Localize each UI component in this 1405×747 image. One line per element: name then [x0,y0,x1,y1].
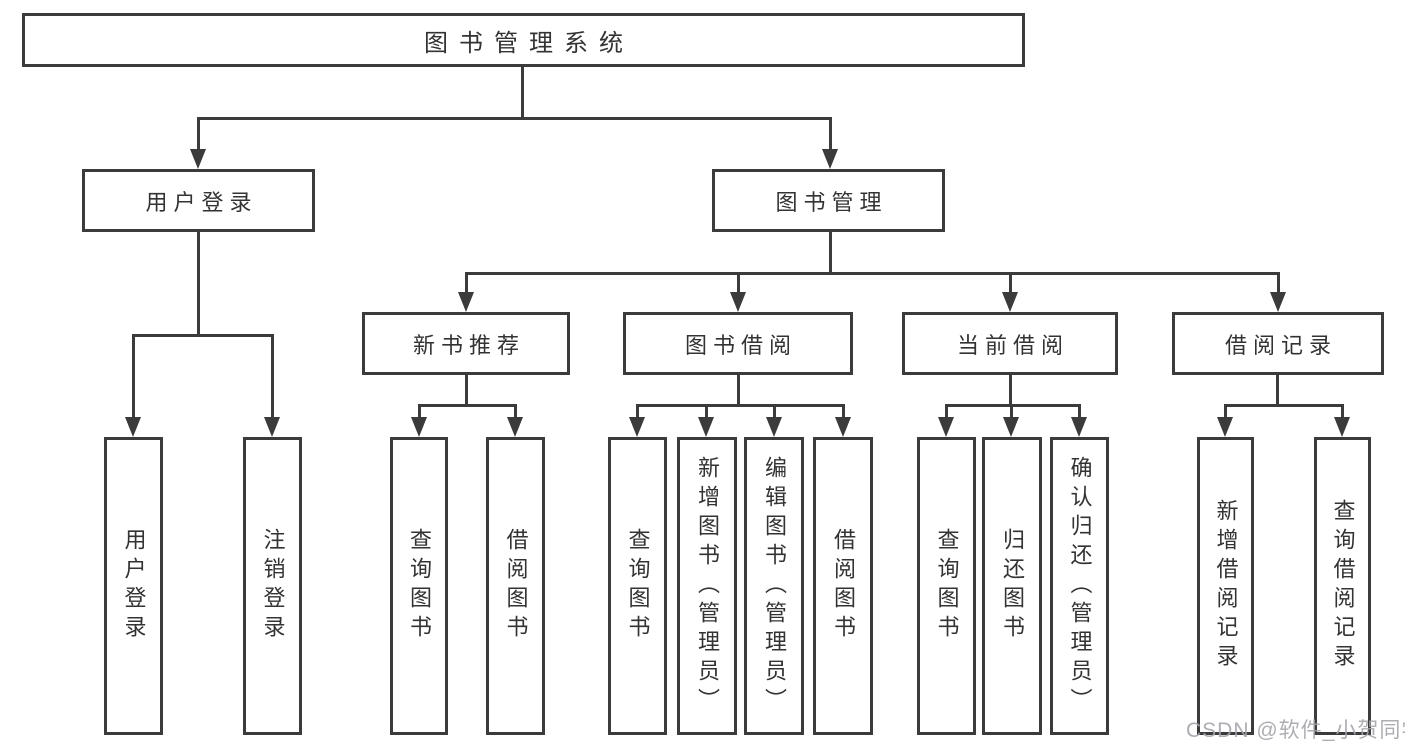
arrowhead-down [629,417,645,437]
node-borrowing-records-label: 借阅记录 [1224,332,1337,358]
node-new-book-recommend-label: 新书推荐 [412,332,525,358]
connector-drop [271,334,274,419]
leaf-label: 查询图书 [934,528,960,644]
arrowhead-down [507,417,523,437]
leaf-borrow-books: 借阅图书 [813,437,873,735]
node-current-borrowing: 当前借阅 [902,312,1118,375]
arrowhead-down [698,417,714,437]
arrowhead-down [125,417,141,437]
node-root: 图书管理系统 [22,13,1025,67]
node-root-label: 图书管理系统 [424,29,634,57]
leaf-label: 新增借阅记录 [1213,499,1239,673]
leaf-user-login: 用户登录 [104,437,163,735]
arrowhead-down [458,292,474,312]
connector-stub [1276,374,1279,405]
arrowhead-down [1003,417,1019,437]
node-book-management-label: 图书管理 [775,189,888,215]
leaf-edit-books-admin: 编辑图书（管理员） [744,437,804,735]
connector-hbar [418,404,517,407]
leaf-borrow-books: 借阅图书 [486,437,545,735]
arrowhead-down [730,292,746,312]
connector-level2-hbar [197,117,832,120]
connector-drop [705,404,708,419]
node-new-book-recommend: 新书推荐 [362,312,570,375]
connector-drop [514,404,517,419]
leaf-label: 查询图书 [625,528,651,644]
connector-stub [737,374,740,405]
arrowhead-down [264,417,280,437]
arrowhead-down [1334,417,1350,437]
node-user-login: 用户登录 [82,169,315,232]
leaf-label: 新增图书（管理员） [695,455,720,717]
leaf-query-borrow-record: 查询借阅记录 [1314,437,1371,735]
connector-level3-hbar [465,272,1280,275]
arrowhead-down [938,417,954,437]
connector-drop [1009,272,1012,294]
arrowhead-down [1270,292,1286,312]
leaf-label: 归还图书 [1000,528,1025,644]
leaf-logout: 注销登录 [243,437,302,735]
connector-drop [1010,404,1013,419]
connector-book-management-stub [829,231,832,274]
leaf-return-books: 归还图书 [982,437,1042,735]
connector-drop [1341,404,1344,419]
connector-drop [773,404,776,419]
node-book-borrowing-label: 图书借阅 [684,332,797,358]
leaf-label: 借阅图书 [831,528,856,644]
connector-drop [636,404,639,419]
leaf-label: 借阅图书 [503,528,529,644]
arrowhead-down [1217,417,1233,437]
node-borrowing-records: 借阅记录 [1172,312,1384,375]
leaf-label: 查询借阅记录 [1330,499,1356,673]
connector-drop [132,334,135,419]
watermark: CSDN @软件_小贺同学 [1186,719,1405,742]
leaf-query-books: 查询图书 [917,437,976,735]
connector-user-login-hbar [132,334,274,337]
arrowhead-down [835,417,851,437]
leaf-label: 注销登录 [260,528,286,644]
leaf-query-books: 查询图书 [608,437,667,735]
connector-stub [465,374,468,405]
connector-drop [465,272,468,294]
connector-hbar [1224,404,1344,407]
connector-drop [945,404,948,419]
node-current-borrowing-label: 当前借阅 [956,332,1069,358]
leaf-label: 编辑图书（管理员） [762,455,787,717]
node-book-borrowing: 图书借阅 [623,312,853,375]
leaf-add-books-admin: 新增图书（管理员） [677,437,737,735]
connector-drop [1277,272,1280,294]
connector-drop [418,404,421,419]
leaf-label: 查询图书 [407,528,432,644]
arrowhead-down [190,149,206,169]
connector-drop [842,404,845,419]
arrowhead-down [1071,417,1087,437]
connector-drop [1078,404,1081,419]
leaf-label: 确认归还（管理员） [1067,455,1093,717]
arrowhead-down [411,417,427,437]
node-book-management: 图书管理 [712,169,945,232]
leaf-query-books: 查询图书 [390,437,448,735]
leaf-add-borrow-record: 新增借阅记录 [1197,437,1254,735]
connector-drop [1224,404,1227,419]
connector-hbar [636,404,845,407]
connector-root-stub [521,66,524,120]
arrowhead-down [766,417,782,437]
connector-user-login-stub [197,231,200,335]
connector-drop-user-login [197,117,200,151]
connector-hbar [945,404,1081,407]
connector-drop-book-management [829,117,832,151]
leaf-label: 用户登录 [121,528,147,644]
connector-drop [737,272,740,294]
arrowhead-down [822,149,838,169]
arrowhead-down [1002,292,1018,312]
connector-stub [1009,374,1012,405]
node-user-login-label: 用户登录 [145,189,258,215]
leaf-confirm-return-admin: 确认归还（管理员） [1050,437,1109,735]
